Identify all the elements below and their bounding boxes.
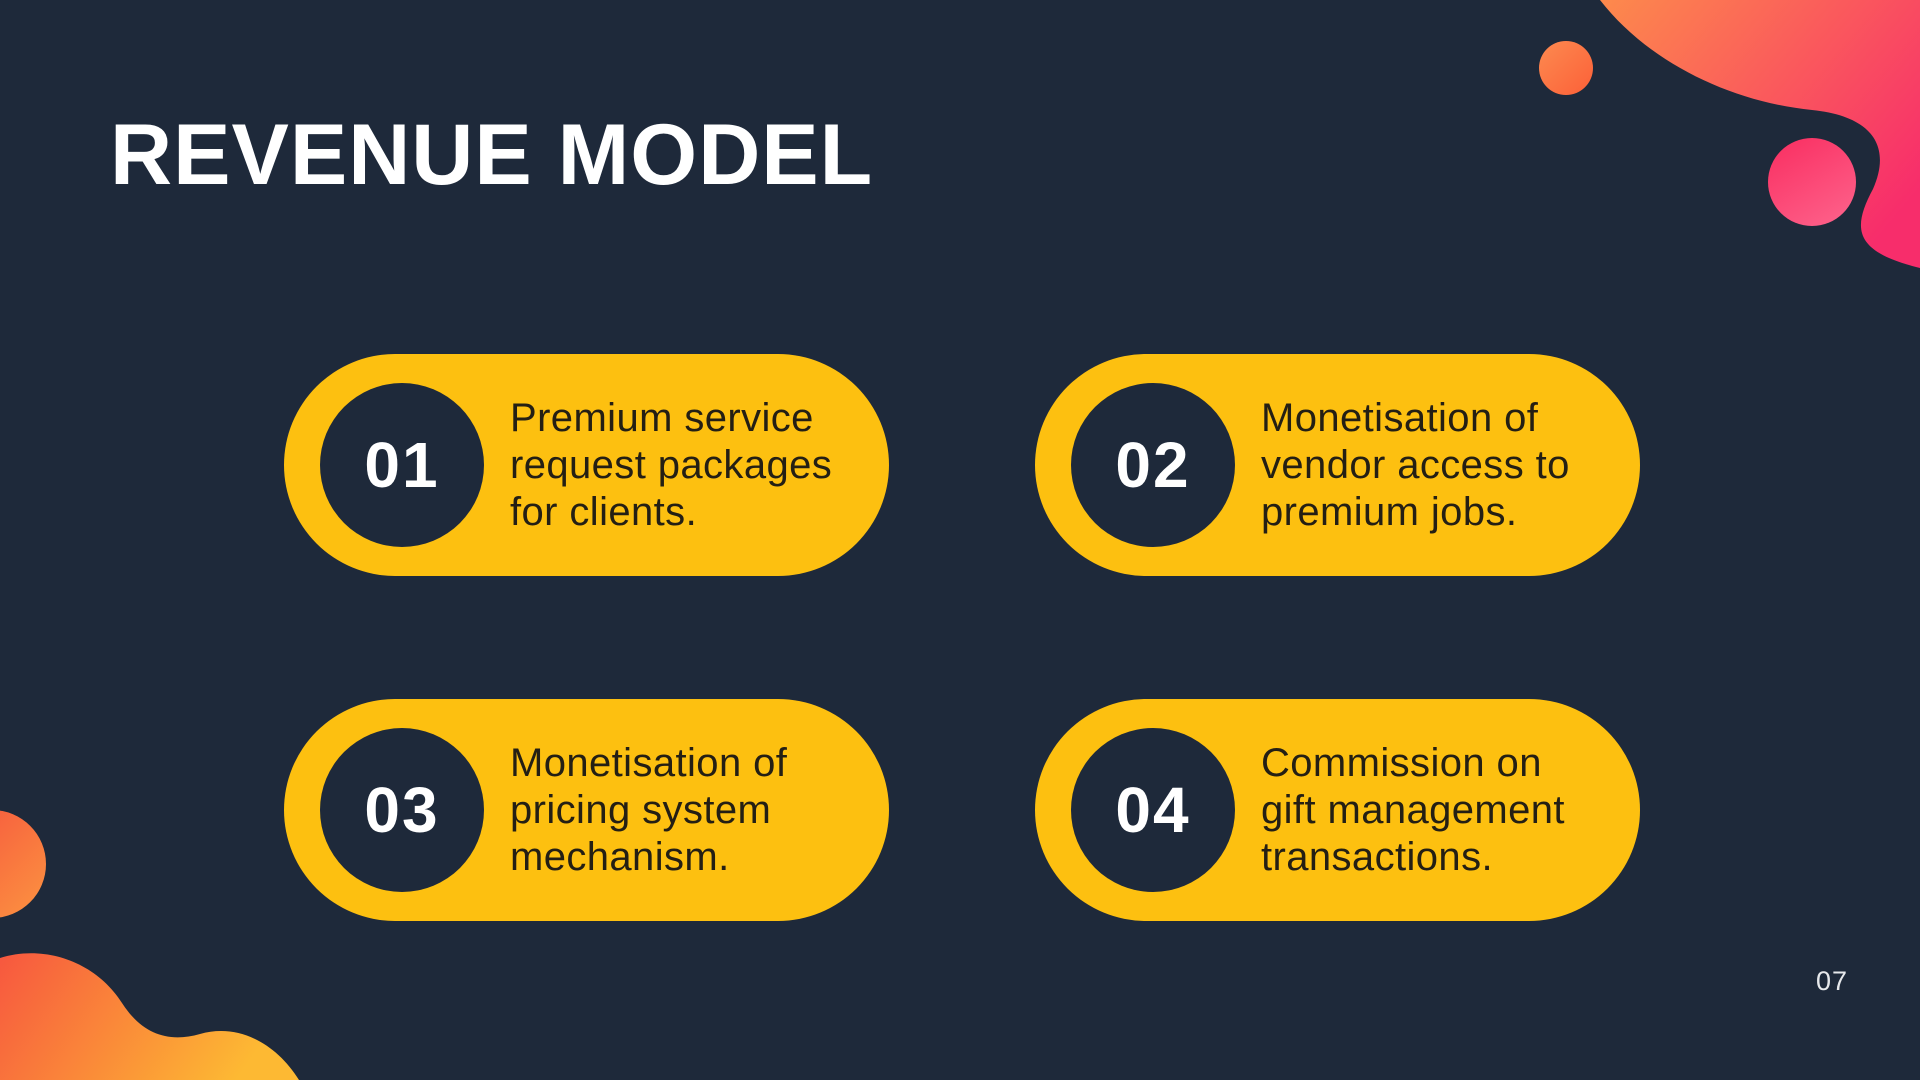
card-2-description: Monetisation of vendor access to premium…: [1261, 395, 1570, 534]
page-number: 07: [1815, 966, 1848, 996]
slide-title: REVENUE MODEL: [110, 107, 874, 203]
bottom-left-blob-decoration: [0, 953, 299, 1080]
revenue-card-3: 03 Monetisation of pricing system mechan…: [284, 699, 889, 921]
revenue-card-1: 01 Premium service request packages for …: [284, 354, 889, 576]
card-4-number: 04: [1115, 774, 1191, 846]
card-3-number-badge: 03: [320, 728, 484, 892]
revenue-card-2: 02 Monetisation of vendor access to prem…: [1035, 354, 1640, 576]
top-right-blob-decoration: [1600, 0, 1920, 268]
card-1-number-badge: 01: [320, 383, 484, 547]
revenue-card-4: 04 Commission on gift management transac…: [1035, 699, 1640, 921]
left-edge-half-circle-decoration: [0, 810, 46, 918]
card-4-description: Commission on gift management transactio…: [1261, 740, 1565, 879]
card-1-number: 01: [364, 429, 440, 501]
card-4-number-badge: 04: [1071, 728, 1235, 892]
card-2-number-badge: 02: [1071, 383, 1235, 547]
card-3-number: 03: [364, 774, 440, 846]
card-3-description: Monetisation of pricing system mechanism…: [510, 740, 788, 879]
small-orange-circle-decoration: [1539, 41, 1593, 95]
card-1-description: Premium service request packages for cli…: [510, 395, 833, 534]
pink-circle-decoration: [1768, 138, 1856, 226]
card-2-number: 02: [1115, 429, 1191, 501]
